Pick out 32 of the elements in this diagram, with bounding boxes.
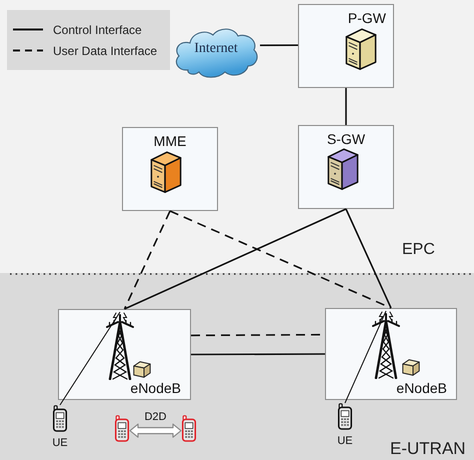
cell-tower-icon — [370, 311, 402, 379]
node-label: UE — [337, 435, 353, 448]
edge-label: D2D — [144, 410, 166, 424]
dashed-connection-line — [170, 210, 392, 309]
dashed-connection-line — [124, 210, 171, 310]
node-label: UE — [52, 437, 68, 450]
network-element-box — [298, 125, 394, 209]
connection-line — [260, 44, 298, 46]
base-station-box — [325, 308, 457, 400]
node-label: eNodeB — [130, 380, 181, 397]
node-label: Internet — [194, 41, 238, 57]
legend-label: User Data Interface — [53, 44, 158, 58]
double-arrow — [129, 424, 182, 438]
area-label: EPC — [402, 240, 435, 260]
access-network-area — [0, 273, 474, 460]
mobile-phone-icon — [114, 415, 130, 442]
node-label: S-GW — [326, 131, 366, 148]
connection-line — [344, 310, 386, 404]
area-label: E-UTRAN — [390, 438, 466, 459]
network-element-box — [122, 127, 218, 211]
connection-line — [191, 353, 325, 356]
node-label: MME — [154, 133, 186, 150]
cell-tower-icon — [104, 312, 136, 380]
connection-line — [345, 208, 392, 308]
node-label: P-GW — [348, 10, 386, 27]
connection-line — [124, 208, 346, 310]
network-element-box — [298, 4, 394, 88]
node-label: eNodeB — [396, 380, 447, 397]
base-station-box — [58, 309, 191, 400]
legend-label: Control Interface — [53, 22, 142, 36]
connection-line — [345, 88, 347, 125]
mobile-phone-icon — [181, 415, 197, 442]
